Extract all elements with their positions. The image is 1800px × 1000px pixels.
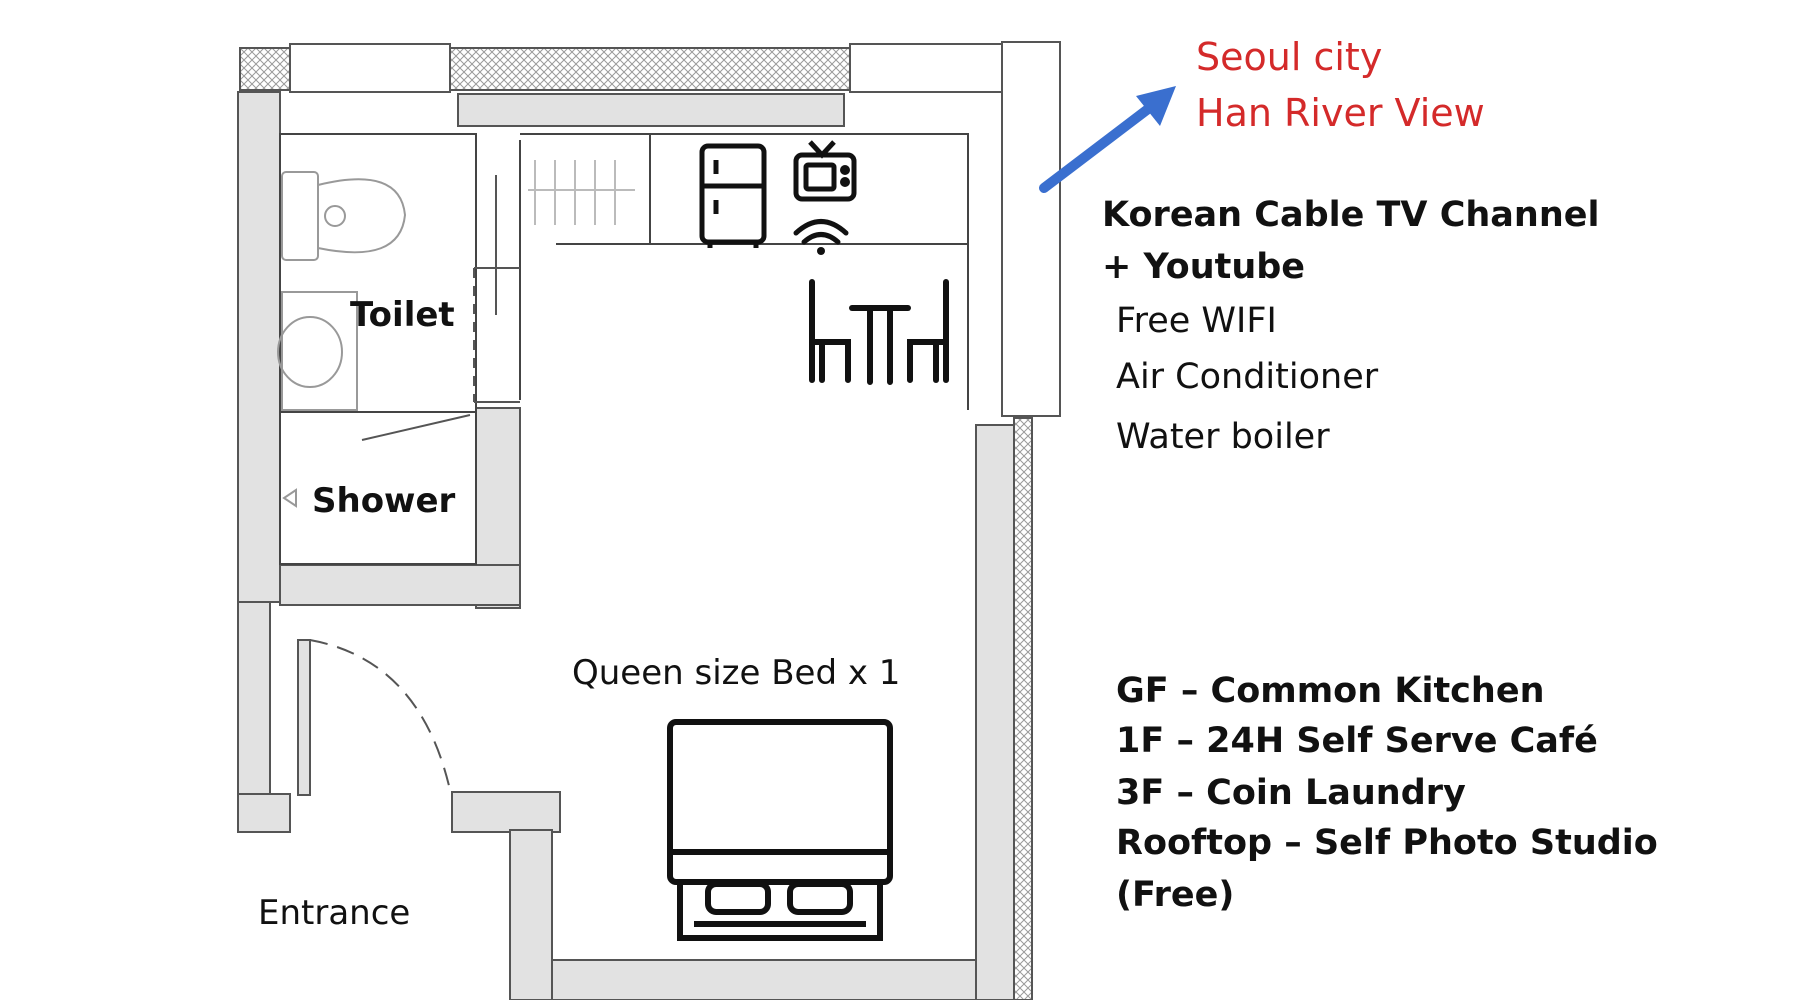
- walls: [237, 41, 1061, 1000]
- tv-line-2: + Youtube: [1102, 247, 1306, 287]
- sliding-door: [361, 175, 520, 441]
- floor-rooftop-free: (Free): [1116, 875, 1235, 915]
- tv-line-1: Korean Cable TV Channel: [1102, 195, 1600, 235]
- toilet-icon: [281, 171, 407, 261]
- floor-gf: GF – Common Kitchen: [1116, 671, 1545, 711]
- floor-1f: 1F – 24H Self Serve Café: [1116, 721, 1598, 761]
- entrance-door: [298, 639, 451, 791]
- sink-icon: [277, 291, 358, 411]
- fridge-icon: [699, 143, 767, 248]
- amenity-wifi: Free WIFI: [1116, 301, 1277, 341]
- tv-icon: [793, 140, 857, 202]
- floor-rooftop: Rooftop – Self Photo Studio: [1116, 823, 1658, 863]
- kitchen-counter: [528, 160, 635, 225]
- bed-icon: [667, 719, 893, 941]
- toilet-label: Toilet: [350, 295, 455, 335]
- amenity-ac: Air Conditioner: [1116, 357, 1379, 397]
- amenity-boiler: Water boiler: [1116, 417, 1330, 457]
- floor-3f: 3F – Coin Laundry: [1116, 773, 1466, 813]
- view-line-2: Han River View: [1196, 91, 1485, 135]
- dining-table-icon: [809, 279, 949, 385]
- shower-label: Shower: [312, 481, 456, 521]
- entrance-label: Entrance: [258, 893, 411, 933]
- bed-label: Queen size Bed x 1: [572, 653, 901, 693]
- room-outlines: [279, 133, 969, 565]
- wifi-icon: [793, 219, 849, 255]
- arrow-icon: [1039, 86, 1176, 193]
- view-line-1: Seoul city: [1196, 35, 1383, 79]
- shower-marker-icon: [282, 488, 297, 508]
